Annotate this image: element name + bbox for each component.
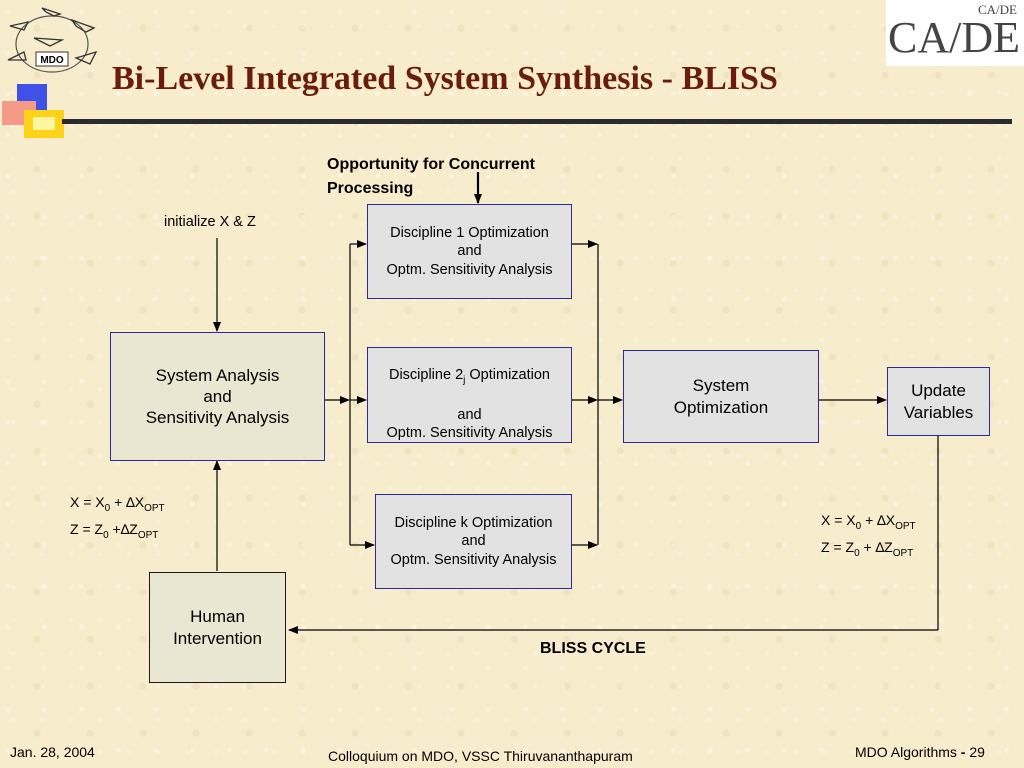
discipline-j-box: Discipline 2j Optimization and Optm. Sen… — [367, 347, 572, 443]
left-eq-x-plus: + ∆X — [110, 494, 145, 510]
slide-title: Bi-Level Integrated System Synthesis - B… — [112, 60, 778, 97]
update-variables-box: Update Variables — [887, 367, 990, 436]
left-eq-z-subopt: OPT — [137, 529, 159, 541]
right-update-equations: X = X0 + ∆XOPT Z = Z0 + ∆ZOPT — [821, 510, 916, 564]
human-intervention-text: Human Intervention — [173, 607, 262, 648]
right-eq-z-subopt: OPT — [892, 547, 914, 559]
system-analysis-box: System Analysis and Sensitivity Analysis — [110, 332, 325, 461]
concurrent-note: Opportunity for Concurrent Processing — [327, 156, 535, 197]
accent-square-yellow-inner — [33, 117, 55, 130]
left-eq-x-lhs: X = X — [70, 494, 105, 510]
left-update-equations: X = X0 + ∆XOPT Z = Z0 +∆ZOPT — [70, 492, 165, 546]
left-eq-x-sub0: 0 — [104, 502, 111, 514]
title-rule — [62, 119, 1012, 124]
cade-logo-text: CA/DE — [888, 13, 1020, 62]
discipline-j-sub: j — [463, 375, 466, 387]
discipline-1-box: Discipline 1 Optimization and Optm. Sens… — [367, 204, 572, 299]
system-optimization-box: System Optimization — [623, 350, 819, 443]
system-analysis-text: System Analysis and Sensitivity Analysis — [145, 365, 290, 428]
footer-sep: - — [956, 744, 970, 760]
footer-date: Jan. 28, 2004 — [10, 744, 95, 760]
mdo-logo: MDO — [2, 0, 102, 80]
left-eq-z-sub0: 0 — [103, 529, 109, 541]
discipline-j-prefix: Discipline 2 — [388, 367, 464, 384]
right-eq-z-plus: + ∆Z — [859, 538, 893, 555]
footer-event: Colloquium on MDO, VSSC Thiruvananthapur… — [328, 748, 633, 764]
update-variables-text: Update Variables — [903, 381, 974, 422]
right-eq-z-sub0: 0 — [854, 547, 860, 559]
discipline-j-rest: and Optm. Sensitivity Analysis — [386, 406, 553, 441]
discipline-j-text: Discipline 2j Optimization and Optm. Sen… — [387, 348, 553, 442]
discipline-1-text: Discipline 1 Optimization and Optm. Sens… — [386, 225, 553, 278]
left-eq-z-lhs: Z = Z — [70, 520, 104, 537]
left-eq-x-subopt: OPT — [144, 502, 165, 514]
bliss-cycle-label: BLISS CYCLE — [540, 640, 646, 657]
right-eq-x-sub0: 0 — [855, 520, 862, 532]
init-label: initialize X & Z — [164, 214, 256, 230]
footer-page: 29 — [969, 744, 985, 760]
right-eq-x-subopt: OPT — [895, 520, 916, 532]
right-eq-x-lhs: X = X — [821, 512, 856, 528]
right-eq-z-lhs: Z = Z — [821, 538, 855, 555]
cade-logo-small-text: CA/DE — [978, 2, 1017, 17]
footer-topic-page: MDO Algorithms - 29 — [855, 744, 985, 760]
system-optimization-text: System Optimization — [673, 376, 769, 417]
discipline-k-box: Discipline k Optimization and Optm. Sens… — [375, 494, 572, 589]
right-eq-x-plus: + ∆X — [861, 512, 896, 528]
discipline-j-suffix: Optimization — [465, 367, 550, 384]
discipline-k-text: Discipline k Optimization and Optm. Sens… — [390, 515, 557, 568]
mdo-logo-text: MDO — [40, 55, 64, 66]
footer-topic: MDO Algorithms — [855, 744, 957, 760]
left-eq-z-plus: +∆Z — [108, 520, 138, 537]
human-intervention-box: Human Intervention — [149, 572, 286, 683]
cade-logo: CA/DE CA/DE — [886, 0, 1024, 66]
